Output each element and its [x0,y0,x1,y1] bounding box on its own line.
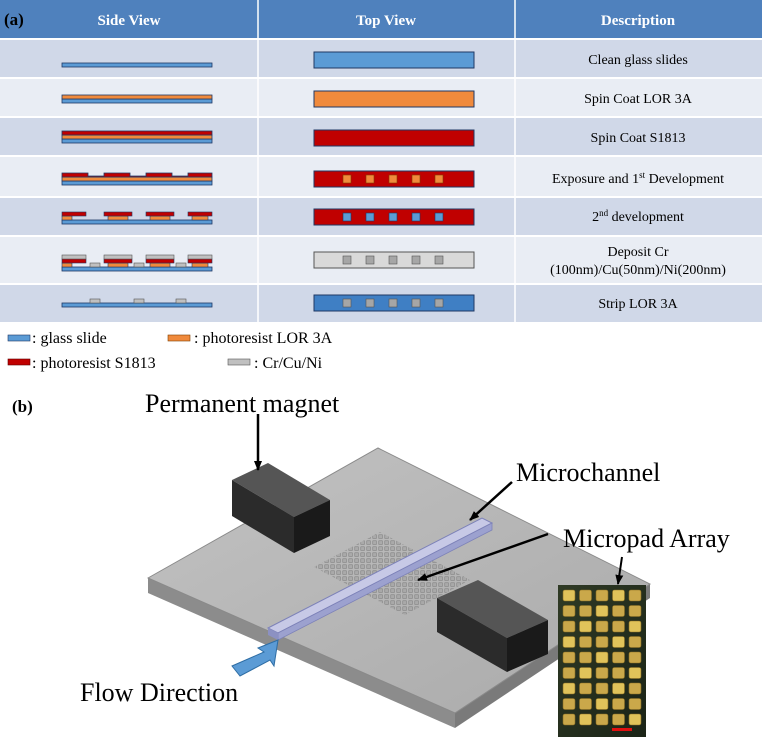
desc-row-6-line-1: Deposit Cr [607,245,668,260]
micropad [562,667,576,679]
array-callout [417,532,549,582]
micropad [562,713,576,726]
micropad [628,651,642,664]
panel-a-label: (a) [4,10,24,29]
micropad [579,605,592,617]
micropad [595,605,609,617]
legend-swatch-glass [7,334,31,342]
array-label: Micropad Array [563,524,730,553]
micropad [562,682,576,695]
micropad [628,589,642,602]
glass-plate-side [148,578,455,728]
micropad [595,651,609,664]
photo-callout [615,556,624,585]
micropad [562,636,576,648]
pad-grid [562,589,642,726]
top-glass-1 [313,51,475,69]
process-table: Side View Top View Description (a) [0,0,762,322]
micropad [628,605,642,617]
panel-b-label: (b) [12,397,33,416]
micropad [595,620,609,633]
micropad [612,636,625,648]
side-strip-7 [61,302,213,308]
magnet-label: Permanent magnet [145,389,340,418]
side-lor-2 [61,94,213,100]
legend-lor: : photoresist LOR 3A [194,330,333,347]
material-legend: : glass slide : photoresist LOR 3A : pho… [7,330,333,372]
flow-label: Flow Direction [80,678,238,707]
micropad [595,698,609,710]
micropad [628,698,642,710]
top-s1813-3 [313,129,475,147]
side-exposed-4 [61,172,213,178]
table-header [0,0,762,38]
legend-metal: : Cr/Cu/Ni [254,355,323,372]
legend-s1813: : photoresist S1813 [32,355,156,372]
micropad [628,620,642,633]
micropad [612,667,625,679]
micropad [612,682,625,695]
micropad [579,620,592,633]
micropad [628,667,642,679]
micropad-photo [558,585,646,737]
magnet-front [437,580,548,672]
micropad [628,636,642,648]
micropad [579,651,592,664]
micropad [612,620,625,633]
desc-row-5: 2nd development [592,208,684,225]
top-lor-2 [313,90,475,108]
legend-swatch-s1813 [7,358,31,366]
legend-glass: : glass slide [32,330,107,347]
micropad [595,636,609,648]
micropad [612,651,625,664]
micropad [628,713,642,726]
legend-swatch-lor [167,334,191,342]
desc-row-7: Strip LOR 3A [598,297,678,312]
micropad [562,620,576,633]
micropad [595,713,609,726]
desc-row-2: Spin Coat LOR 3A [584,92,693,107]
magnet-back [232,463,330,553]
channel-callout [469,481,513,521]
desc-row-6-line-2: (100nm)/Cu(50nm)/Ni(200nm) [550,263,726,278]
micropad [562,605,576,617]
channel-label: Microchannel [516,458,660,487]
header-top-view: Top View [356,13,416,29]
micropad [612,698,625,710]
micropad [579,667,592,679]
micropad [595,589,609,602]
micropad [562,698,576,710]
micropad [612,713,625,726]
legend-swatch-metal [227,358,251,366]
desc-row-3: Spin Coat S1813 [591,131,686,146]
micropad [612,605,625,617]
desc-row-1: Clean glass slides [588,53,688,68]
micropad [612,589,625,602]
header-side-view: Side View [98,13,161,29]
device-schematic: (b) Permanent magnet Microc [12,389,730,737]
micropad [562,589,576,602]
micropad [579,636,592,648]
side-glass-1 [61,62,213,68]
micropad [579,698,592,710]
micropad [595,667,609,679]
header-description: Description [601,13,676,29]
micropad [595,682,609,695]
flow-arrow-icon [231,639,279,677]
micropad [579,713,592,726]
side-deposit-6 [61,254,213,268]
side-undercut-5 [61,211,213,221]
desc-row-4: Exposure and 1st Development [552,170,724,187]
micropad [579,589,592,602]
side-s1813-3 [61,130,213,136]
micropad [579,682,592,695]
micropad [628,682,642,695]
scale-bar [612,728,632,731]
micropad [562,651,576,664]
